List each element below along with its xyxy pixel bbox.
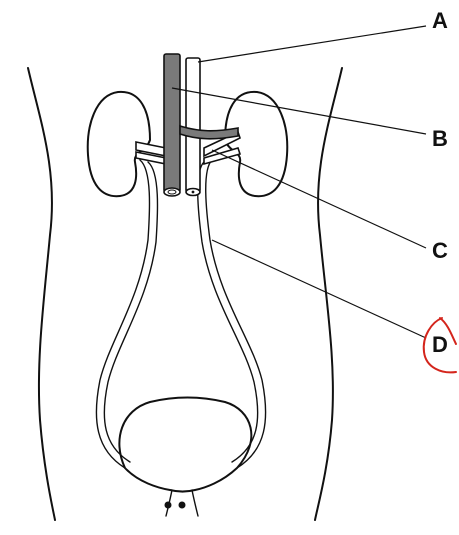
urethra-sphincter-right [179, 502, 186, 509]
vena-cava-opening [164, 188, 180, 196]
leader-lines [172, 26, 426, 338]
labels: A B C D [432, 8, 448, 357]
ureters [96, 160, 265, 468]
leader-line-d [212, 240, 426, 338]
vena-cava [164, 54, 180, 192]
body-outline-left [28, 68, 55, 520]
label-d: D [432, 332, 448, 357]
label-b: B [432, 126, 448, 151]
bladder-wall [119, 398, 251, 492]
leader-line-b [172, 88, 426, 134]
renal-vein-branch [180, 126, 238, 139]
leader-line-a [198, 26, 426, 62]
label-c: C [432, 238, 448, 263]
bladder [119, 398, 251, 517]
aorta-lumen [192, 191, 195, 194]
aorta [186, 58, 200, 192]
urethra-sphincter-left [165, 502, 172, 509]
label-a: A [432, 8, 448, 33]
